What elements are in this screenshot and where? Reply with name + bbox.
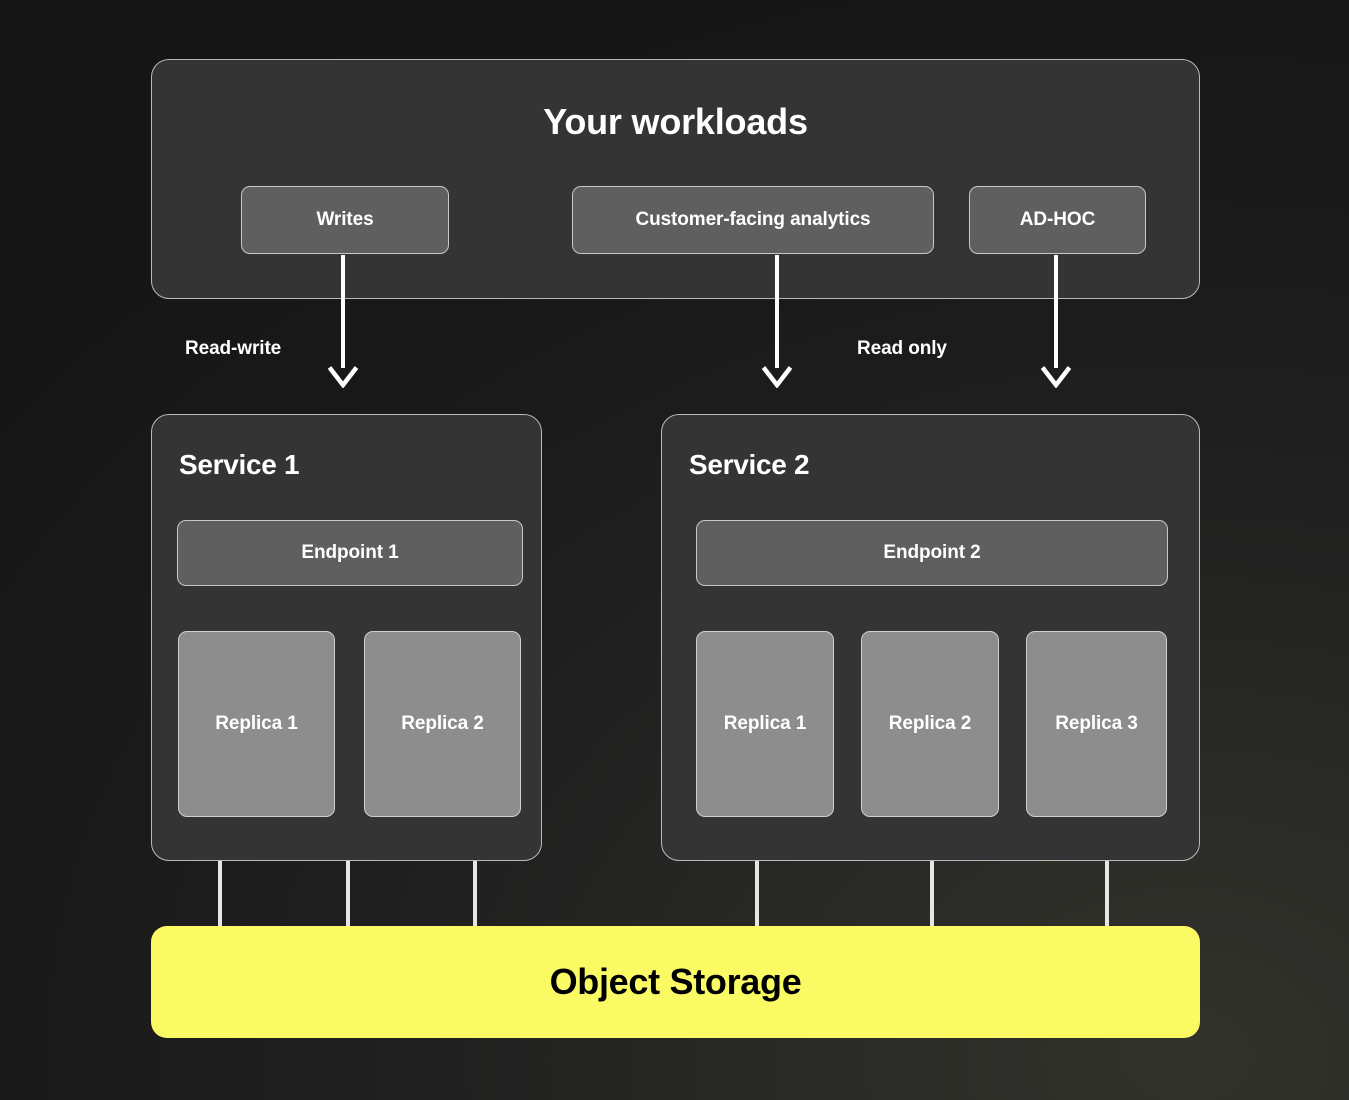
replica-label: Replica 3 — [1055, 713, 1138, 734]
workload-chip-writes[interactable]: Writes — [241, 186, 449, 254]
workload-chip-label: Writes — [316, 209, 374, 230]
workloads-panel: Your workloads Writes Customer-facing an… — [151, 59, 1200, 299]
endpoint-box-2[interactable]: Endpoint 2 — [696, 520, 1168, 586]
storage-connector — [473, 861, 477, 928]
replica-box[interactable]: Replica 3 — [1026, 631, 1167, 817]
endpoint-box-1[interactable]: Endpoint 1 — [177, 520, 523, 586]
storage-connector — [1105, 861, 1109, 928]
workload-chip-ad-hoc[interactable]: AD-HOC — [969, 186, 1146, 254]
arrow-head-writes — [328, 366, 358, 388]
arrow-head-customer-facing-analytics — [762, 366, 792, 388]
arrow-head-ad-hoc — [1041, 366, 1071, 388]
flow-label-read-write: Read-write — [185, 338, 282, 359]
endpoint-label: Endpoint 1 — [301, 542, 399, 563]
replica-label: Replica 1 — [215, 713, 298, 734]
service-panel-1: Service 1 Endpoint 1 Replica 1 Replica 2 — [151, 414, 542, 861]
object-storage-bar: Object Storage — [151, 926, 1200, 1038]
replica-label: Replica 2 — [888, 713, 972, 734]
flow-label-read-only: Read only — [857, 338, 947, 359]
storage-connector — [930, 861, 934, 928]
replica-box[interactable]: Replica 2 — [861, 631, 999, 817]
arrow-line-writes — [341, 255, 345, 368]
workload-chip-label: AD-HOC — [1019, 209, 1096, 230]
object-storage-label: Object Storage — [549, 961, 802, 1002]
service-title: Service 2 — [689, 449, 810, 480]
replica-box[interactable]: Replica 2 — [364, 631, 521, 817]
service-panel-2: Service 2 Endpoint 2 Replica 1 Replica 2… — [661, 414, 1200, 861]
arrow-line-customer-facing-analytics — [775, 255, 779, 368]
replica-box[interactable]: Replica 1 — [696, 631, 834, 817]
storage-connector — [346, 861, 350, 928]
replica-box[interactable]: Replica 1 — [178, 631, 335, 817]
workload-chip-label: Customer-facing analytics — [635, 209, 871, 230]
page-title: Your workloads — [543, 101, 808, 142]
workload-chip-customer-facing-analytics[interactable]: Customer-facing analytics — [572, 186, 934, 254]
replica-label: Replica 1 — [723, 713, 807, 734]
endpoint-label: Endpoint 2 — [883, 542, 981, 563]
replica-label: Replica 2 — [401, 713, 484, 734]
storage-connector — [755, 861, 759, 928]
service-title: Service 1 — [179, 449, 300, 480]
arrow-line-ad-hoc — [1054, 255, 1058, 368]
storage-connector — [218, 861, 222, 928]
